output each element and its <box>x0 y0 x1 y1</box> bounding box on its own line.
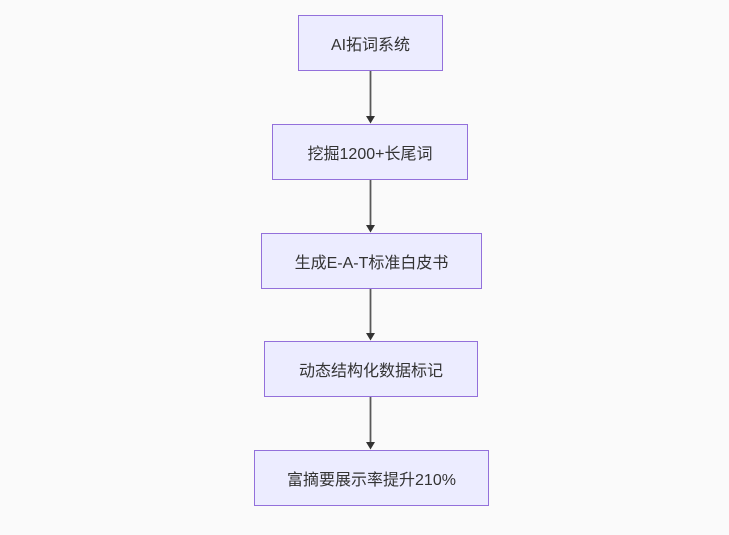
edge-2 <box>366 180 375 233</box>
node-rich-snippet-result: 富摘要展示率提升210% <box>254 450 489 506</box>
node-label: 挖掘1200+长尾词 <box>307 146 433 163</box>
node-label: 生成E-A-T标准白皮书 <box>294 255 449 272</box>
arrow-down-icon <box>366 116 375 124</box>
node-ai-keyword-system: AI拓词系统 <box>298 15 443 71</box>
node-structured-data-markup: 动态结构化数据标记 <box>264 341 478 397</box>
node-eat-whitepaper: 生成E-A-T标准白皮书 <box>261 233 482 289</box>
arrow-down-icon <box>366 442 375 450</box>
node-label: 富摘要展示率提升210% <box>287 472 456 489</box>
arrow-down-icon <box>366 225 375 233</box>
arrow-down-icon <box>366 333 375 341</box>
node-label: 动态结构化数据标记 <box>298 363 443 380</box>
node-label: AI拓词系统 <box>330 37 411 54</box>
edge-3 <box>366 289 375 341</box>
edge-4 <box>366 397 375 450</box>
edge-1 <box>366 71 375 124</box>
node-longtail-keyword-mining: 挖掘1200+长尾词 <box>272 124 468 180</box>
